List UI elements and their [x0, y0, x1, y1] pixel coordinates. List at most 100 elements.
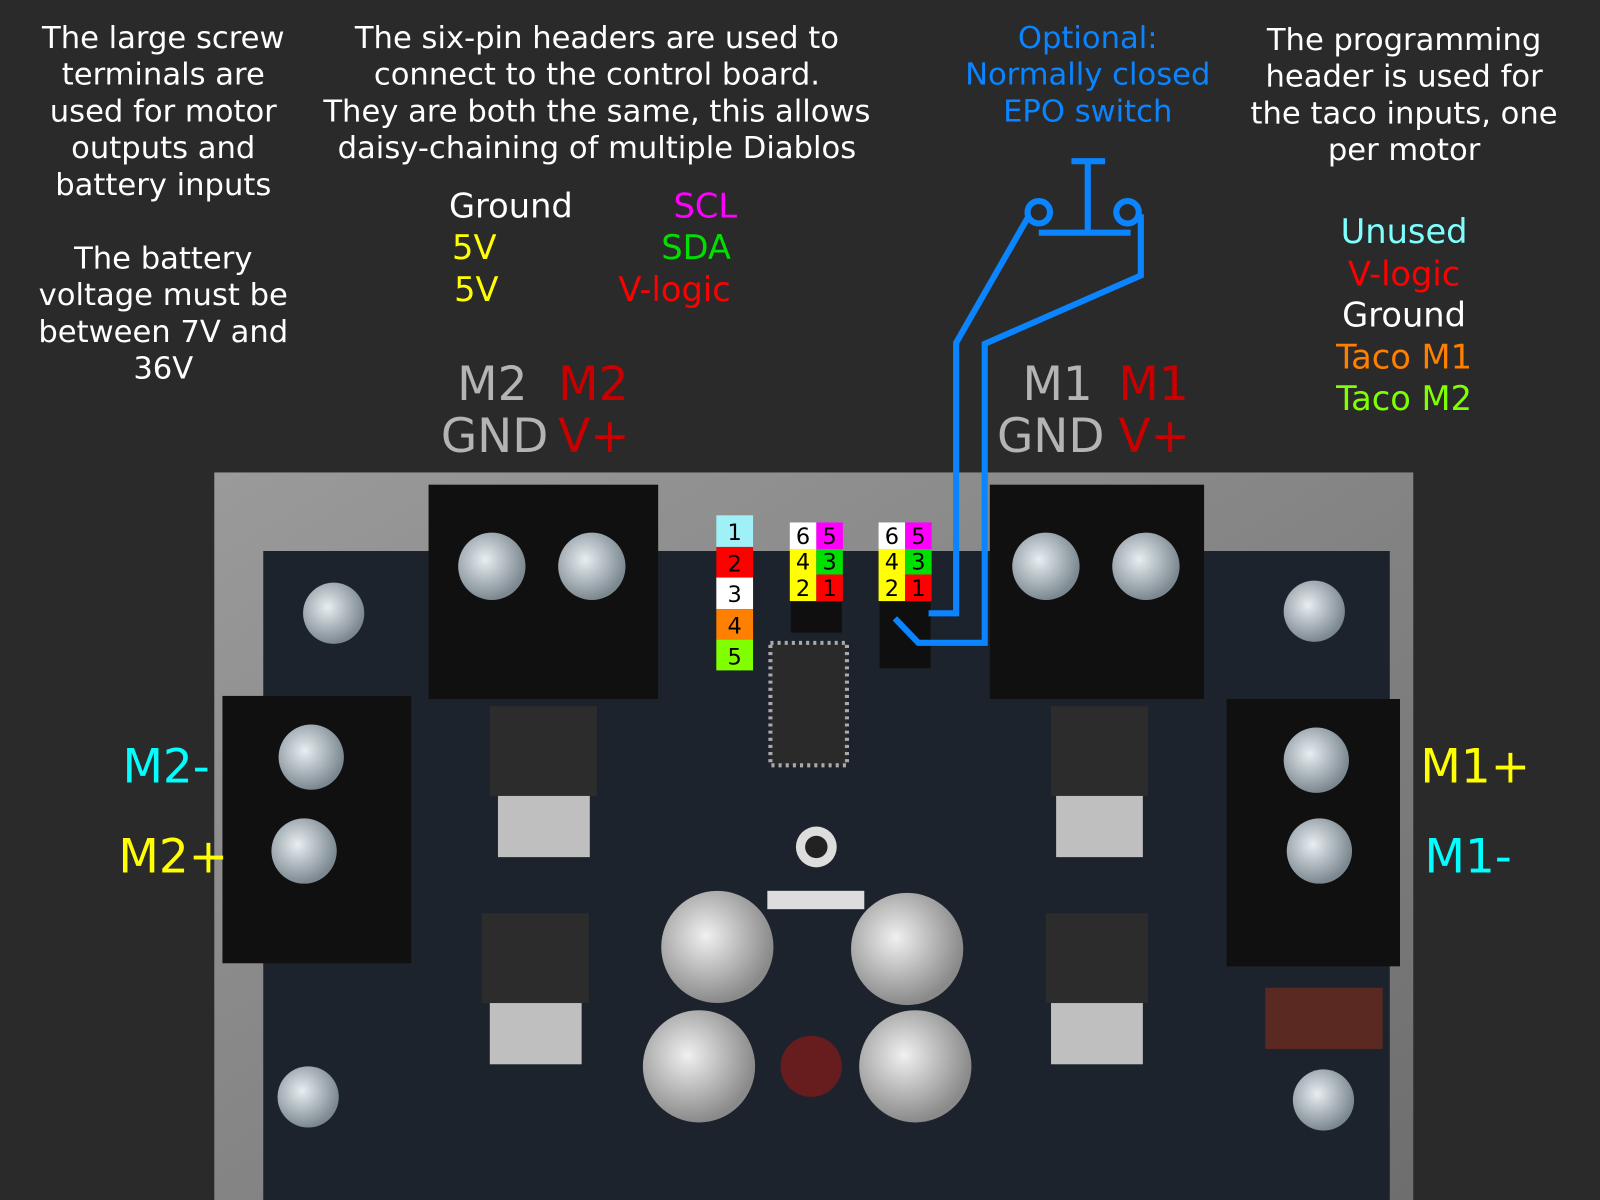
note-line: The battery — [73, 241, 252, 276]
note-line: used for motor — [50, 94, 277, 129]
label-m2-minus: M2- — [122, 740, 209, 795]
note-line: The six-pin headers are used to — [354, 21, 839, 56]
capacitor — [851, 892, 964, 1006]
note-line: outputs and — [71, 131, 255, 166]
terminal-screw — [278, 724, 344, 790]
label-m1-gnd: M1 — [1022, 357, 1092, 412]
terminal-block-m2 — [428, 484, 659, 699]
pin-6: 6 — [796, 524, 810, 550]
legend-unused: Unused — [1341, 212, 1468, 251]
epo-wire-1 — [928, 214, 1032, 617]
terminal-screw — [1012, 532, 1080, 600]
legend-taco-m2: Taco M2 — [1335, 379, 1472, 418]
chip-leads — [489, 795, 1143, 1065]
pin-5: 5 — [822, 524, 836, 550]
note-line: battery inputs — [55, 168, 271, 203]
pin-4: 4 — [796, 549, 810, 575]
epo-switch-symbol — [892, 158, 1144, 646]
legend-scl: SCL — [673, 186, 737, 225]
note-line: daisy-chaining of multiple Diablos — [338, 131, 857, 166]
pin-5: 5 — [911, 524, 925, 550]
mounting-screw — [1292, 1069, 1355, 1131]
pin-6: 6 — [885, 524, 899, 550]
terminal-labels-side: M2- M2+ M1+ M1- — [118, 740, 1530, 885]
six-pin-header-left — [790, 602, 842, 633]
pin-5: 5 — [728, 644, 742, 670]
capacitor — [642, 1010, 756, 1123]
six-pin-legend: Ground 5V 5V SCL SDA V-logic — [449, 186, 737, 309]
center-hole-inner — [805, 835, 828, 859]
six-pin-labels-right: 6 5 4 3 2 1 — [878, 522, 932, 602]
pin-1: 1 — [911, 576, 925, 602]
epo-note: Optional: Normally closed EPO switch — [965, 21, 1210, 129]
label-m2-gnd: M2 — [457, 357, 527, 412]
pin-2: 2 — [728, 551, 742, 577]
note-line: The large screw — [41, 21, 285, 56]
pin-3: 3 — [822, 549, 836, 575]
microcontroller — [768, 640, 849, 768]
terminal-screw — [271, 818, 337, 884]
note-line: terminals are — [62, 58, 265, 93]
epo-wire-2 — [892, 214, 1144, 646]
robot-logo — [780, 1035, 842, 1097]
note-line: header is used for — [1265, 60, 1543, 95]
note-line: They are both the same, this allows — [322, 94, 870, 129]
programming-header-pins: 1 2 3 4 5 — [716, 515, 754, 671]
label-m2-plus: M2+ — [118, 829, 228, 884]
mounting-screw — [277, 1066, 339, 1128]
note-line: 36V — [133, 352, 193, 387]
note-line: per motor — [1328, 133, 1481, 168]
note-line: voltage must be — [39, 278, 288, 313]
driver-chips — [481, 706, 1148, 1004]
pin-3: 3 — [728, 582, 742, 608]
pin-2: 2 — [885, 576, 899, 602]
note-line: Optional: — [1018, 21, 1158, 56]
label-m2-gnd: GND — [441, 409, 549, 464]
pin-4: 4 — [885, 549, 899, 575]
pin-2: 2 — [796, 576, 810, 602]
legend-5v: 5V — [452, 228, 496, 267]
terminal-screw — [1112, 532, 1180, 600]
legend-vlogic: V-logic — [618, 270, 730, 309]
legend-vlogic: V-logic — [1348, 255, 1460, 294]
right-note: The programming header is used for the t… — [1251, 23, 1558, 418]
capacitor — [661, 890, 774, 1004]
mounting-screw — [303, 582, 365, 644]
six-pin-labels-left: 6 5 4 3 2 1 — [789, 522, 843, 602]
terminal-screw — [458, 532, 526, 600]
label-m1-gnd: GND — [997, 409, 1105, 464]
six-pin-header-right — [879, 602, 931, 669]
legend-5v: 5V — [454, 270, 498, 309]
legend-sda: SDA — [661, 228, 731, 267]
capacitor — [859, 1010, 972, 1123]
note-line: between 7V and — [38, 315, 288, 350]
terminal-screw — [1283, 727, 1349, 793]
note-line: the taco inputs, one — [1251, 96, 1558, 131]
legend-ground: Ground — [1342, 296, 1466, 335]
label-m2-vplus: V+ — [558, 409, 629, 464]
label-m1-vplus: M1 — [1118, 357, 1188, 412]
legend-ground: Ground — [449, 186, 573, 225]
left-note: The large screw terminals are used for m… — [38, 21, 288, 387]
legend-taco-m1: Taco M1 — [1335, 337, 1472, 376]
note-line: EPO switch — [1003, 94, 1172, 129]
middle-note: The six-pin headers are used to connect … — [322, 21, 870, 166]
pin-4: 4 — [728, 614, 742, 640]
terminal-screw — [1286, 818, 1353, 884]
note-line: connect to the control board. — [374, 58, 820, 93]
terminal-screw — [558, 532, 626, 600]
note-line: Normally closed — [965, 58, 1210, 93]
pin-1: 1 — [728, 520, 742, 546]
label-m2-vplus: M2 — [558, 357, 628, 412]
logo-mark — [1265, 987, 1383, 1049]
label-m1-vplus: V+ — [1118, 409, 1189, 464]
pin-1: 1 — [822, 576, 836, 602]
terminal-labels-top: M2 GND M2 V+ M1 GND M1 V+ — [441, 357, 1190, 464]
connector — [767, 890, 865, 910]
label-m1-plus: M1+ — [1420, 740, 1530, 795]
pin-3: 3 — [911, 549, 925, 575]
note-line: The programming — [1266, 23, 1541, 58]
label-m1-minus: M1- — [1424, 829, 1511, 884]
mounting-screw — [1283, 580, 1345, 642]
